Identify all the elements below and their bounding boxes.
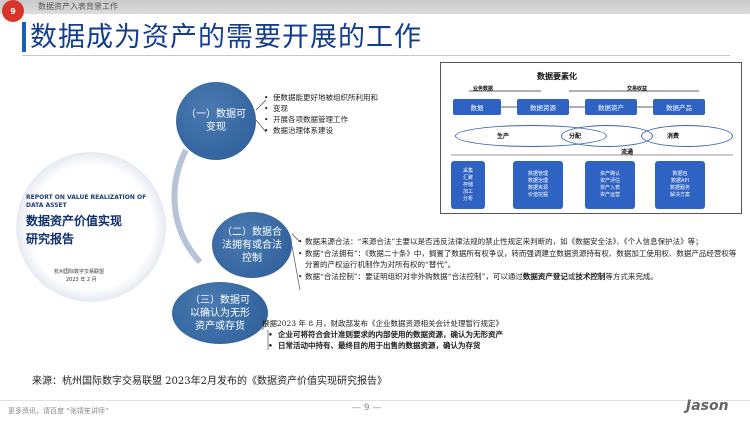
bubble-legal-control: （二）数据合法拥有或合法控制	[212, 212, 292, 278]
bubble-label: （二）数据合法拥有或合法控制	[222, 226, 282, 264]
top-bar	[0, 0, 750, 14]
list-item: 使数据能更好地被组织所利用和	[264, 92, 378, 103]
diagram-column-governance: 数据管理 数据治理 数据资源 价值挖掘	[513, 161, 563, 209]
oval-label-production: 生产	[497, 133, 510, 140]
oval-label-consumption: 消费	[667, 133, 680, 140]
section3-intro: 根据2023 年 8 月，财政部发布《企业数据资源相关会计处理暂行规定》	[262, 319, 504, 328]
cover-en-title-1: REPORT ON VALUE REALIZATION OF	[26, 194, 147, 201]
diagram-box-data-asset: 数据资产	[585, 99, 637, 115]
cover-date: 2023 年 2 月	[66, 277, 97, 283]
diagram-title: 数据要素化	[537, 72, 577, 81]
list-item: 数据“合法拥有”：《数据二十条》中，搁置了数据所有权争议，转而强调建立数据资源持…	[298, 248, 738, 270]
cover-publisher: 杭州国际数字交易联盟	[54, 269, 105, 275]
bold-span: 技术控制	[575, 272, 606, 281]
diagram-label-circulation: 流通	[621, 149, 634, 156]
text-span: 等方式来完成。	[605, 272, 658, 281]
data-elementization-diagram: 数据要素化 业务数据 交易收益 数据 数据资源 数据资产 数据产品 生产 分配 …	[440, 62, 742, 214]
footer-divider	[0, 400, 750, 401]
section3-text: 根据2023 年 8 月，财政部发布《企业数据资源相关会计处理暂行规定》 企业可…	[262, 318, 682, 351]
list-item: 数据来源合法：“来源合法”主要以是否违反法律法规的禁止性规定来判断的，如《数据安…	[298, 236, 738, 247]
oval-label-distribution: 分配	[569, 133, 582, 140]
list-item: 开展各项数据管理工作	[264, 114, 378, 125]
diagram-column-collection: 采集 汇聚 存储 加工 分析	[451, 161, 485, 209]
bubble-intangible-asset: （三）数据可以确认为无形资产或存货	[172, 282, 268, 344]
diagram-column-asset-ops: 资产确认 资产评估 资产入表 资产运营	[585, 161, 635, 209]
bubble-label: （一）数据可变现	[186, 109, 246, 133]
diagram-column-products: 数据包 数据API 数据服务 解决方案	[655, 161, 705, 209]
list-item: 数据“合法控制”：要证明组织对非外购数据“合法控制”，可以通过数据资产登记或技术…	[298, 271, 738, 282]
list-item: 日常活动中持有、最终目的用于出售的数据资源，确认为存货	[262, 340, 682, 351]
report-cover: REPORT ON VALUE REALIZATION OF DATA ASSE…	[14, 150, 174, 310]
section2-text: 数据来源合法：“来源合法”主要以是否违反法律法规的禁止性规定来判断的，如《数据安…	[298, 236, 738, 283]
diagram-box-data-product: 数据产品	[653, 99, 705, 115]
text-span: 或	[567, 272, 576, 281]
footer-page-number: — 9 —	[352, 403, 382, 413]
footer-note: 更多资讯，请百度 “张靖笙讲师”	[8, 407, 109, 415]
breadcrumb: 数据资产入表背景工作	[38, 2, 118, 11]
text-span: 数据“合法控制”：要证明组织对非外购数据“合法控制”，可以通过	[305, 272, 523, 281]
title-accent-bar	[22, 22, 26, 52]
diagram-label-business-data: 业务数据	[473, 86, 494, 92]
diagram-box-data-resource: 数据资源	[517, 99, 569, 115]
source-note: 来源：杭州国际数字交易联盟 2023年2月发布的《数据资产价值实现研究报告》	[32, 376, 387, 387]
page-number-badge: 9	[2, 0, 24, 22]
page-title: 数据成为资产的需要开展的工作	[30, 22, 422, 53]
cover-halo	[16, 152, 166, 302]
bubble-monetizable: （一）数据可变现	[176, 82, 256, 160]
footer-logo: Jason	[686, 398, 729, 414]
list-item: 企业可将符合会计准则要求的内部使用的数据资源，确认为无形资产	[262, 329, 682, 340]
diagram-oval-consumption	[641, 125, 733, 147]
list-item-continuation: 变现	[264, 103, 378, 114]
diagram-box-data: 数据	[453, 99, 501, 115]
cover-zh-title-1: 数据资产价值实现	[26, 214, 123, 228]
list-item: 数据治理体系建设	[264, 125, 378, 136]
title-divider	[22, 55, 730, 56]
section1-list: 使数据能更好地被组织所利用和 变现 开展各项数据管理工作 数据治理体系建设	[264, 92, 378, 136]
cover-en-title-2: DATA ASSET	[26, 202, 67, 209]
diagram-label-trade-income: 交易收益	[627, 86, 648, 92]
diagram-arrows	[451, 90, 733, 156]
bold-span: 数据资产登记	[522, 272, 568, 281]
bubble-label: （三）数据可以确认为无形资产或存货	[190, 294, 250, 332]
cover-zh-title-2: 研究报告	[26, 232, 75, 246]
